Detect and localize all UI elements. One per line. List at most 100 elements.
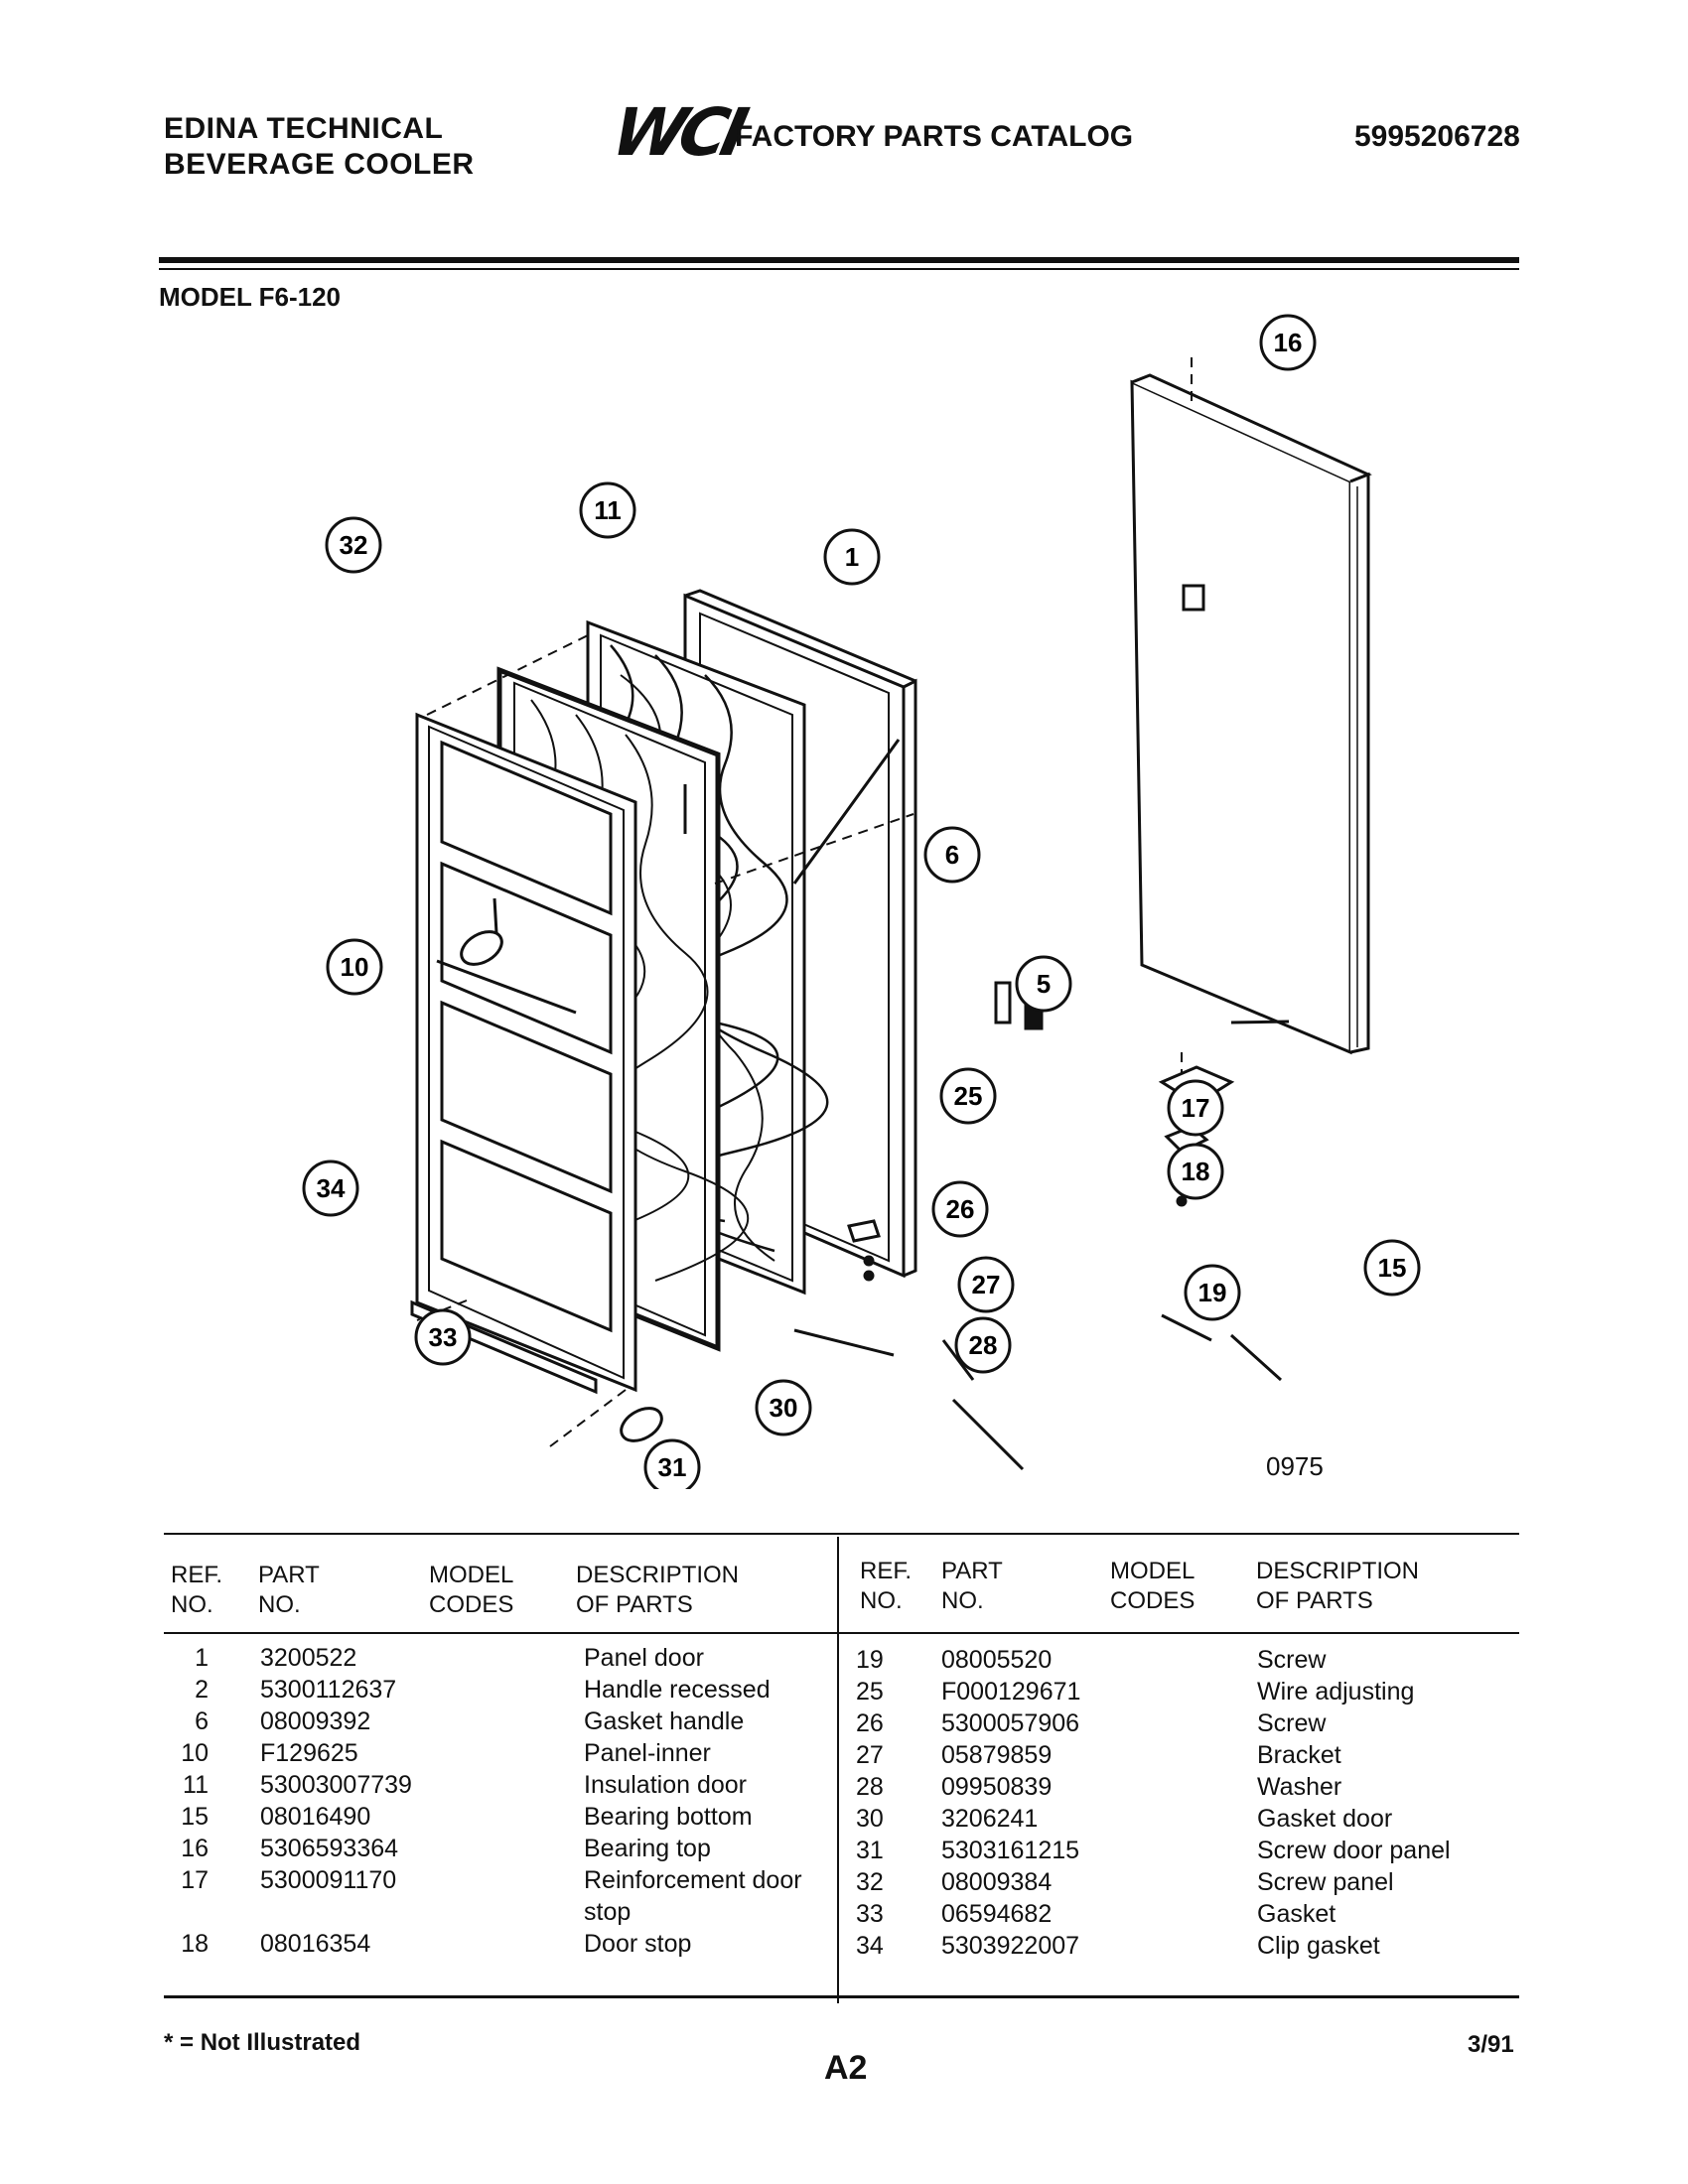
table-cell-ref: 28 [856,1773,884,1801]
table-cell-ref: 27 [856,1741,884,1769]
table-cell-desc: Handle recessed [584,1676,771,1704]
svg-text:31: 31 [658,1452,687,1482]
svg-text:27: 27 [972,1270,1001,1299]
inner-panel [415,712,637,1393]
brand-block: EDINA TECHNICAL BEVERAGE COOLER [164,111,475,183]
catalog-title: FACTORY PARTS CATALOG [735,120,1134,153]
table-cell-ref: 30 [856,1805,884,1833]
svg-text:33: 33 [429,1322,458,1352]
table-cell-ref: 32 [856,1868,884,1896]
callout-11: 11 [579,481,636,539]
table-cell-ref: 11 [183,1771,209,1799]
revision-date: 3/91 [1468,2031,1514,2058]
callout-28: 28 [954,1316,1012,1374]
table-cell-desc: Screw [1257,1709,1327,1737]
callout-15: 15 [1363,1239,1421,1297]
table-cell-ref: 19 [856,1646,884,1674]
callout-27: 27 [957,1256,1015,1313]
table-cell-desc: Wire adjusting [1257,1678,1415,1706]
table-cell-part: 5300057906 [941,1709,1080,1737]
callout-32: 32 [325,516,382,574]
table-cell-desc: Insulation door [584,1771,748,1799]
callout-26: 26 [931,1180,989,1238]
table-cell-ref: 1 [195,1644,209,1672]
table-cell-part: 08016354 [260,1930,371,1958]
table-cell-part: 5300112637 [260,1676,397,1704]
table-cell-part: F129625 [260,1739,358,1767]
table-cell-desc: Gasket [1257,1900,1336,1928]
header-ref-right: REF.NO. [860,1558,913,1614]
callout-6: 6 [923,826,981,884]
table-cell-part: 5300091170 [260,1866,397,1894]
table-cell-desc: Washer [1257,1773,1342,1801]
svg-text:6: 6 [945,840,959,870]
table-header-rule [164,1632,1519,1634]
svg-text:15: 15 [1378,1253,1407,1283]
table-cell-part: 06594682 [941,1900,1053,1928]
table-cell-desc: Reinforcement door [584,1866,802,1894]
table-cell-part: 3206241 [941,1805,1039,1833]
table-cell-part: 05879859 [941,1741,1053,1769]
not-illustrated-note: * = Not Illustrated [164,2029,361,2056]
svg-text:19: 19 [1198,1278,1227,1307]
table-cell-part: 08005520 [941,1646,1053,1674]
callout-19: 19 [1184,1264,1241,1321]
table-cell-ref: 33 [856,1900,884,1928]
table-cell-ref: 31 [856,1837,884,1864]
table-cell-part: 3200522 [260,1644,357,1672]
catalog-number: 5995206728 [1354,120,1520,153]
callout-1: 1 [823,528,881,586]
callout-31: 31 [643,1438,701,1489]
table-top-rule [164,1533,1519,1535]
callout-33: 33 [414,1308,472,1366]
table-cell-ref: 34 [856,1932,884,1960]
table-cell-part: 5303922007 [941,1932,1080,1960]
table-divider [837,1537,839,2003]
table-bottom-rule [164,1995,1519,1998]
brand-line-2: BEVERAGE COOLER [164,148,475,181]
svg-text:30: 30 [770,1393,798,1423]
exploded-parts-diagram [410,357,1372,1471]
callout-30: 30 [755,1379,812,1436]
table-cell-desc: Panel-inner [584,1739,711,1767]
table-cell-desc: Panel door [584,1644,704,1672]
svg-text:16: 16 [1274,328,1303,357]
callout-16: 16 [1259,314,1317,371]
svg-text:11: 11 [594,495,622,525]
svg-text:5: 5 [1037,969,1051,999]
table-cell-desc: Screw [1257,1646,1327,1674]
table-cell-ref: 16 [181,1835,209,1862]
table-cell-part: 08016490 [260,1803,371,1831]
brand-line-1: EDINA TECHNICAL [164,112,444,145]
table-cell-desc: Door stop [584,1930,692,1958]
svg-text:1: 1 [845,542,859,572]
table-cell-desc: Screw door panel [1257,1837,1451,1864]
callout-25: 25 [939,1067,997,1125]
callout-34: 34 [302,1160,359,1217]
table-cell-part: 08009392 [260,1707,371,1735]
table-cell-part: 5306593364 [260,1835,399,1862]
table-cell-part: 09950839 [941,1773,1053,1801]
diagram-code: 0975 [1266,1451,1324,1481]
table-cell-desc: Bearing bottom [584,1803,753,1831]
table-cell-part: 08009384 [941,1868,1053,1896]
svg-text:25: 25 [954,1081,983,1111]
table-cell-ref: 18 [181,1930,209,1958]
door-panel-exterior [1130,373,1372,1055]
header-rule-thick [159,257,1519,263]
table-cell-ref: 25 [856,1678,884,1706]
table-cell-ref: 15 [181,1803,209,1831]
table-cell-part: 5303161215 [941,1837,1080,1864]
table-cell-desc: Screw panel [1257,1868,1394,1896]
table-cell-desc: Bracket [1257,1741,1341,1769]
callout-18: 18 [1167,1143,1224,1200]
svg-text:10: 10 [341,952,369,982]
table-cell-desc: Gasket door [1257,1805,1393,1833]
page-number: A2 [824,2049,868,2087]
callout-5: 5 [1015,955,1072,1013]
